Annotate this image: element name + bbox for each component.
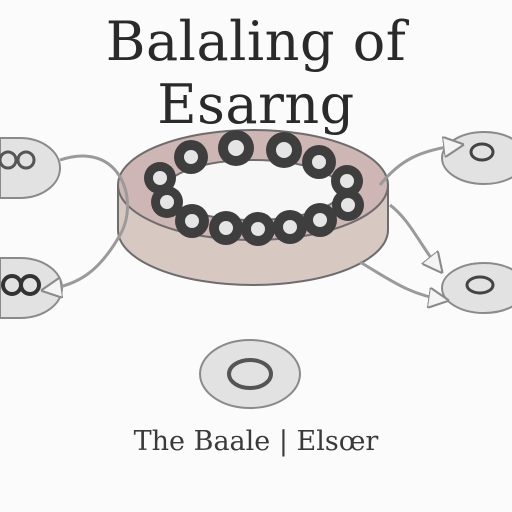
bearing-ball — [175, 204, 209, 238]
bearing-ball — [144, 162, 176, 194]
bearing-ball — [273, 210, 307, 244]
bearing-balls — [144, 130, 364, 246]
bearing-ball — [174, 140, 208, 174]
arrow-lower-right — [359, 260, 445, 300]
disc-bottom-center — [199, 339, 301, 409]
disc-top-left — [0, 137, 61, 199]
arrow-mid-right — [389, 203, 440, 270]
diagram-title: Balaling of Esarng — [105, 10, 407, 136]
bearing-ball — [332, 189, 364, 221]
arrow-top-right — [378, 145, 460, 186]
bearing-ball — [302, 145, 336, 179]
bearing-ball — [266, 132, 302, 168]
disc-top-right — [441, 131, 512, 185]
bearing-ball — [218, 130, 254, 166]
bearing-ball — [331, 165, 363, 197]
arrow-left-loop — [45, 154, 129, 290]
bearing-ball — [303, 203, 337, 237]
disc-bottom-right — [441, 262, 512, 314]
bearing-ball — [241, 212, 275, 246]
flow-arrows — [45, 145, 460, 300]
bearing-ball — [209, 211, 243, 245]
bearing-ball — [151, 186, 183, 218]
diagram-caption: The Baale | Elsœr — [133, 426, 379, 457]
